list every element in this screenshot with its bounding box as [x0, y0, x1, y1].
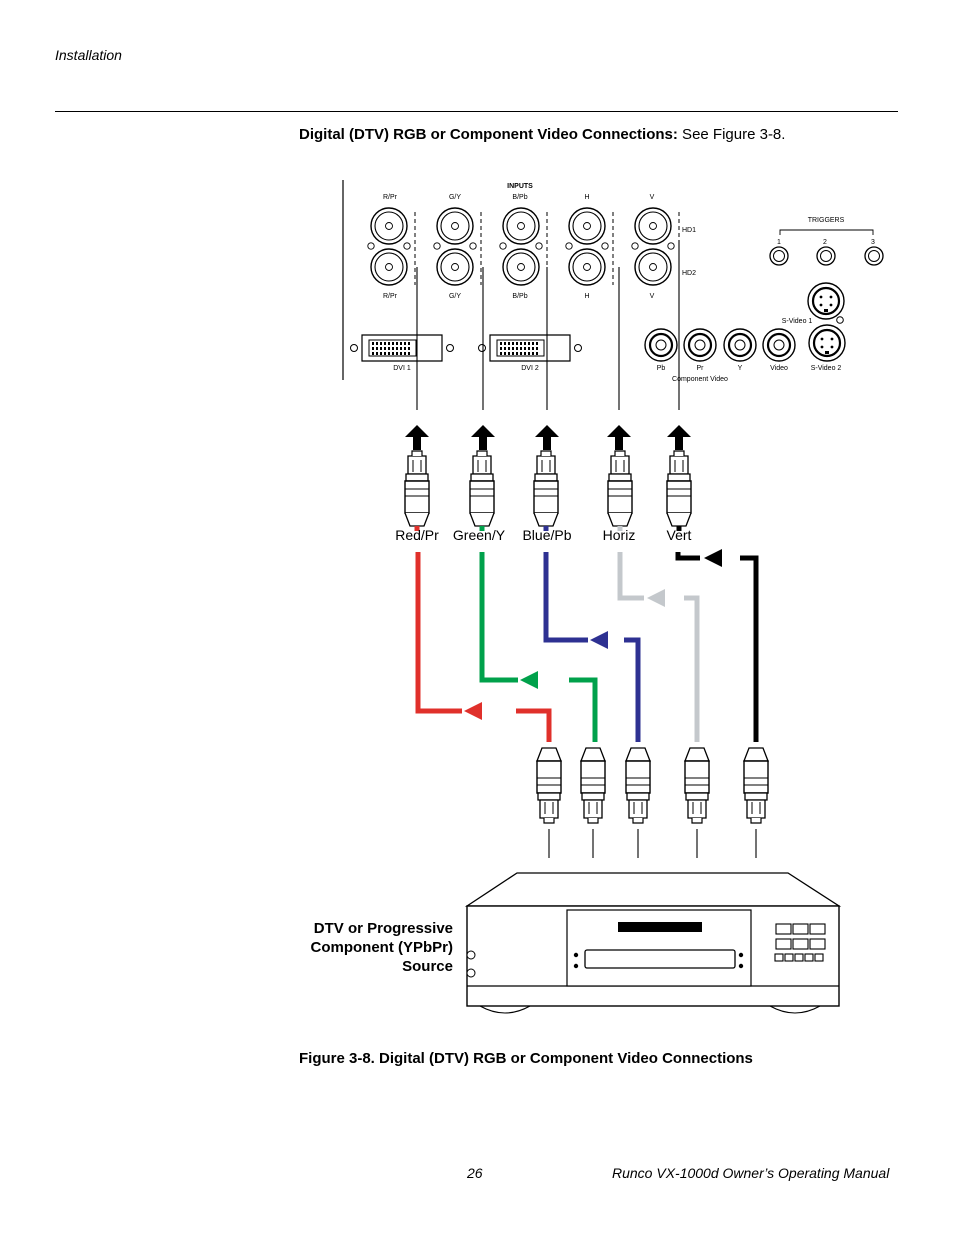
s-video-2-label: S-Video 2 — [811, 365, 842, 372]
s-video-1-jack[interactable] — [807, 282, 845, 320]
bnc-jack-hd1-v[interactable] — [634, 207, 672, 245]
rca-label: Pr — [697, 365, 705, 372]
cable-label-vert: Vert — [667, 527, 692, 543]
bnc-top-label: R/Pr — [383, 194, 398, 201]
bnc-jack-hd1-b[interactable] — [502, 207, 540, 245]
source-label-line3: Source — [402, 958, 453, 975]
leader-lines — [416, 240, 680, 410]
hd2-label: HD2 — [682, 270, 696, 277]
bnc-plug-vert-top — [666, 450, 692, 527]
bnc-plug-green-top — [469, 450, 495, 527]
dvi-1-port[interactable] — [350, 334, 454, 362]
bnc-top-label: H — [584, 194, 589, 201]
component-video-label: Component Video — [672, 376, 728, 383]
rca-jack-y[interactable] — [722, 327, 758, 363]
bnc-plug-red-top — [404, 450, 430, 527]
heading-bold: Digital (DTV) RGB or Component Video Con… — [299, 126, 678, 143]
bnc-top-label: V — [650, 194, 655, 201]
bnc-plug-horiz-bottom — [684, 747, 710, 824]
section-heading: Digital (DTV) RGB or Component Video Con… — [299, 126, 785, 143]
bnc-jack-hd2-b[interactable] — [502, 248, 540, 286]
rca-jack-pr[interactable] — [682, 327, 718, 363]
source-label-line1: DTV or Progressive — [314, 920, 453, 937]
trigger-jack-2[interactable] — [816, 246, 836, 266]
bnc-plug-vert-bottom — [743, 747, 769, 824]
projector-rear-panel: INPUTS R/Pr G/Y B/Pb H V — [342, 180, 884, 383]
red-cable — [415, 552, 552, 742]
figure-caption: Figure 3-8. Digital (DTV) RGB or Compone… — [299, 1050, 753, 1067]
trigger-number: 1 — [777, 239, 781, 246]
bnc-jack-hd2-g[interactable] — [436, 248, 474, 286]
bnc-bottom-label: V — [650, 293, 655, 300]
triggers-label: TRIGGERS — [808, 217, 845, 224]
rca-jack-video[interactable] — [761, 327, 797, 363]
manual-title: Runco VX-1000d Owner’s Operating Manual — [612, 1165, 890, 1181]
header-rule — [55, 111, 898, 112]
source-device — [464, 872, 842, 1014]
trigger-number: 2 — [823, 239, 827, 246]
section-header: Installation — [55, 47, 122, 63]
bnc-jack-hd2-v[interactable] — [634, 248, 672, 286]
rca-label: Pb — [657, 365, 666, 372]
cable-label-green: Green/Y — [453, 527, 506, 543]
green-cable — [479, 552, 598, 742]
inputs-label: INPUTS — [507, 183, 533, 190]
bnc-top-label: G/Y — [449, 194, 461, 201]
bnc-bottom-label: R/Pr — [383, 293, 398, 300]
source-label-line2: Component (YPbPr) — [311, 939, 454, 956]
rca-jack-pb[interactable] — [643, 327, 679, 363]
s-video-1-label: S-Video 1 — [782, 318, 813, 325]
bnc-plug-red-bottom — [536, 747, 562, 824]
cable-label-horiz: Horiz — [603, 527, 636, 543]
horiz-cable — [617, 552, 700, 742]
trigger-jack-1[interactable] — [769, 246, 789, 266]
s-video-2-jack[interactable] — [808, 324, 846, 362]
trigger-jack-3[interactable] — [864, 246, 884, 266]
bnc-jack-hd1-g[interactable] — [436, 207, 474, 245]
bnc-plug-green-bottom — [580, 747, 606, 824]
bnc-top-label: B/Pb — [512, 194, 527, 201]
up-arrows — [405, 425, 691, 450]
vert-cable — [675, 549, 759, 742]
dvi-2-port[interactable] — [478, 334, 582, 362]
heading-normal: See Figure 3-8. — [677, 126, 786, 143]
dvi-1-label: DVI 1 — [393, 365, 411, 372]
bnc-jack-hd1-h[interactable] — [568, 207, 606, 245]
rca-label: Video — [770, 365, 788, 372]
cable-label-blue: Blue/Pb — [522, 527, 571, 543]
dvi-2-label: DVI 2 — [521, 365, 539, 372]
rca-label: Y — [738, 365, 743, 372]
source-leader-lines — [548, 829, 757, 858]
bnc-plug-horiz-top — [607, 450, 633, 527]
bnc-jack-hd1-r[interactable] — [370, 207, 408, 245]
bnc-bottom-label: H — [584, 293, 589, 300]
bnc-plug-blue-bottom — [625, 747, 651, 824]
trigger-number: 3 — [871, 239, 875, 246]
hd1-label: HD1 — [682, 227, 696, 234]
bnc-jack-hd2-r[interactable] — [370, 248, 408, 286]
bnc-jack-hd2-h[interactable] — [568, 248, 606, 286]
bnc-bottom-label: B/Pb — [512, 293, 527, 300]
bnc-plug-blue-top — [533, 450, 559, 527]
blue-cable — [543, 552, 641, 742]
page-number: 26 — [467, 1165, 483, 1181]
bnc-bottom-label: G/Y — [449, 293, 461, 300]
cable-label-red: Red/Pr — [395, 527, 439, 543]
